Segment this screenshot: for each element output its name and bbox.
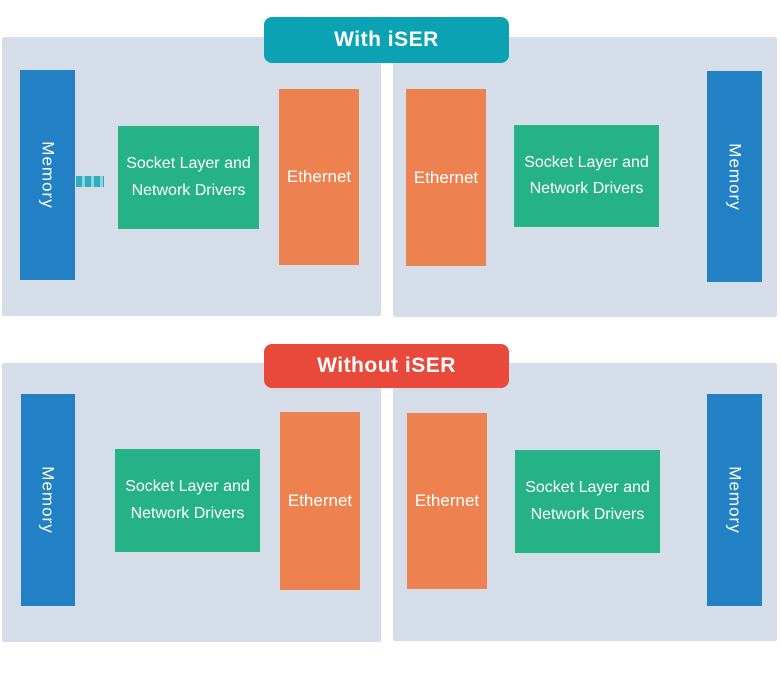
without-iser-right-panel: Ethernet Socket Layer and Network Driver…: [393, 363, 777, 641]
memory-label: Memory: [725, 142, 745, 211]
memory-label: Memory: [38, 141, 58, 209]
memory-label: Memory: [39, 466, 58, 534]
memory-block: Memory: [707, 71, 762, 282]
ethernet-block: Ethernet: [407, 413, 487, 589]
without-iser-left-panel: Memory Socket Layer and Network Drivers …: [2, 363, 381, 642]
ethernet-block: Ethernet: [279, 89, 359, 265]
ethernet-label: Ethernet: [413, 167, 479, 187]
memory-block: Memory: [707, 394, 762, 606]
with-iser-left-panel: Memory Socket Layer and Network Drivers …: [2, 37, 381, 316]
memory-block: Memory: [21, 394, 75, 606]
ethernet-label: Ethernet: [414, 491, 480, 510]
socket-layer-label: Socket Layer and Network Drivers: [525, 479, 650, 523]
socket-layer-label: Socket Layer and Network Drivers: [126, 155, 251, 199]
memory-label: Memory: [725, 466, 745, 534]
socket-layer-label: Socket Layer and Network Drivers: [125, 478, 250, 522]
ethernet-block: Ethernet: [406, 89, 486, 266]
without-iser-banner-label: Without iSER: [317, 354, 456, 377]
without-iser-banner: Without iSER: [264, 344, 509, 388]
memory-block: Memory: [20, 70, 75, 280]
socket-layer-label: Socket Layer and Network Drivers: [524, 153, 649, 197]
with-iser-banner-label: With iSER: [334, 28, 439, 51]
with-iser-banner: With iSER: [264, 17, 509, 63]
socket-layer-block: Socket Layer and Network Drivers: [118, 126, 259, 229]
socket-layer-block: Socket Layer and Network Drivers: [515, 450, 660, 553]
dashed-connector-icon: [76, 176, 104, 187]
with-iser-right-panel: Ethernet Socket Layer and Network Driver…: [393, 37, 777, 317]
ethernet-label: Ethernet: [286, 167, 352, 186]
socket-layer-block: Socket Layer and Network Drivers: [514, 125, 659, 227]
ethernet-block: Ethernet: [280, 412, 360, 590]
ethernet-label: Ethernet: [287, 491, 353, 510]
socket-layer-block: Socket Layer and Network Drivers: [115, 449, 260, 552]
